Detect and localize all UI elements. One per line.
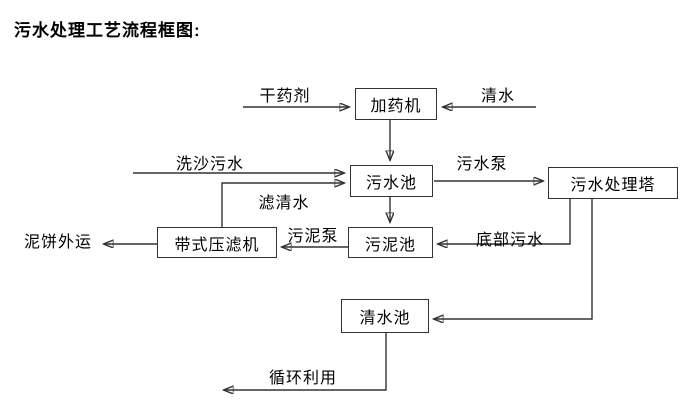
edge-label-sewage-pump: 污水泵: [456, 156, 508, 173]
edge-label-sludge-pump: 污泥泵: [287, 228, 339, 245]
node-belt-filter-press: 带式压滤机: [157, 227, 277, 258]
node-dosing-machine: 加药机: [355, 88, 437, 120]
edge-label-recycling: 循环利用: [268, 370, 337, 387]
edge-label-filtered-water: 滤清水: [258, 195, 310, 212]
node-sludge-pool: 污泥池: [348, 227, 433, 258]
node-sewage-pool: 污水池: [350, 165, 433, 197]
edge-label-dry-agent: 干药剂: [259, 88, 311, 105]
node-clear-water-pool: 清水池: [341, 299, 429, 333]
edge-tower-to-clear-water-pool-arrow: [434, 199, 593, 319]
edge-bottom-sewage-arrow: [438, 199, 571, 244]
edge-filtered-water-arrow: [221, 183, 344, 227]
node-sewage-treatment-tower: 污水处理塔: [548, 167, 678, 199]
edge-label-mud-cake-outbound: 泥饼外运: [23, 234, 92, 251]
edge-label-clear-water: 清水: [480, 88, 515, 105]
edge-recycling-arrow: [224, 333, 387, 390]
edge-label-sand-washing-sewage: 洗沙污水: [175, 156, 244, 173]
page-title: 污水处理工艺流程框图:: [14, 21, 201, 40]
edge-label-bottom-sewage: 底部污水: [475, 232, 544, 249]
